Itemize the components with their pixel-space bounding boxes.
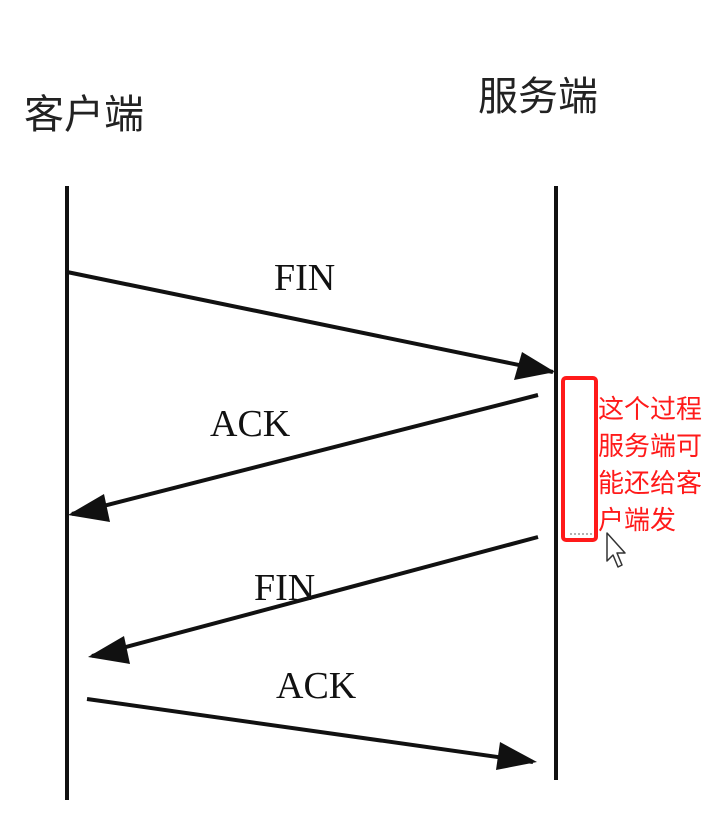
- server-label: 服务端: [478, 74, 598, 120]
- message-label-ack-2: ACK: [276, 665, 357, 707]
- annotation-line-2: 服务端可: [598, 432, 702, 462]
- annotation-line-1: 这个过程: [598, 395, 702, 425]
- message-arrow-ack-1: [71, 393, 539, 516]
- annotation-line-3: 能还给客: [598, 469, 702, 499]
- annotation-line-4: 户端发: [598, 506, 676, 536]
- client-label: 客户端: [24, 92, 144, 138]
- arrowhead-fin-2: [88, 636, 130, 664]
- arrowhead-fin-1: [514, 352, 555, 380]
- message-label-fin-2: FIN: [254, 567, 315, 609]
- annotation-highlight-box: [561, 376, 598, 542]
- arrowhead-ack-1: [68, 494, 110, 522]
- mouse-pointer-icon: [606, 532, 626, 568]
- message-label-ack-1: ACK: [210, 403, 291, 445]
- message-arrow-fin-2: [91, 535, 539, 658]
- message-arrow-ack-2: [86, 697, 534, 764]
- arrowhead-ack-2: [496, 742, 537, 770]
- message-label-fin-1: FIN: [274, 257, 335, 299]
- message-arrow-fin-1: [66, 270, 554, 374]
